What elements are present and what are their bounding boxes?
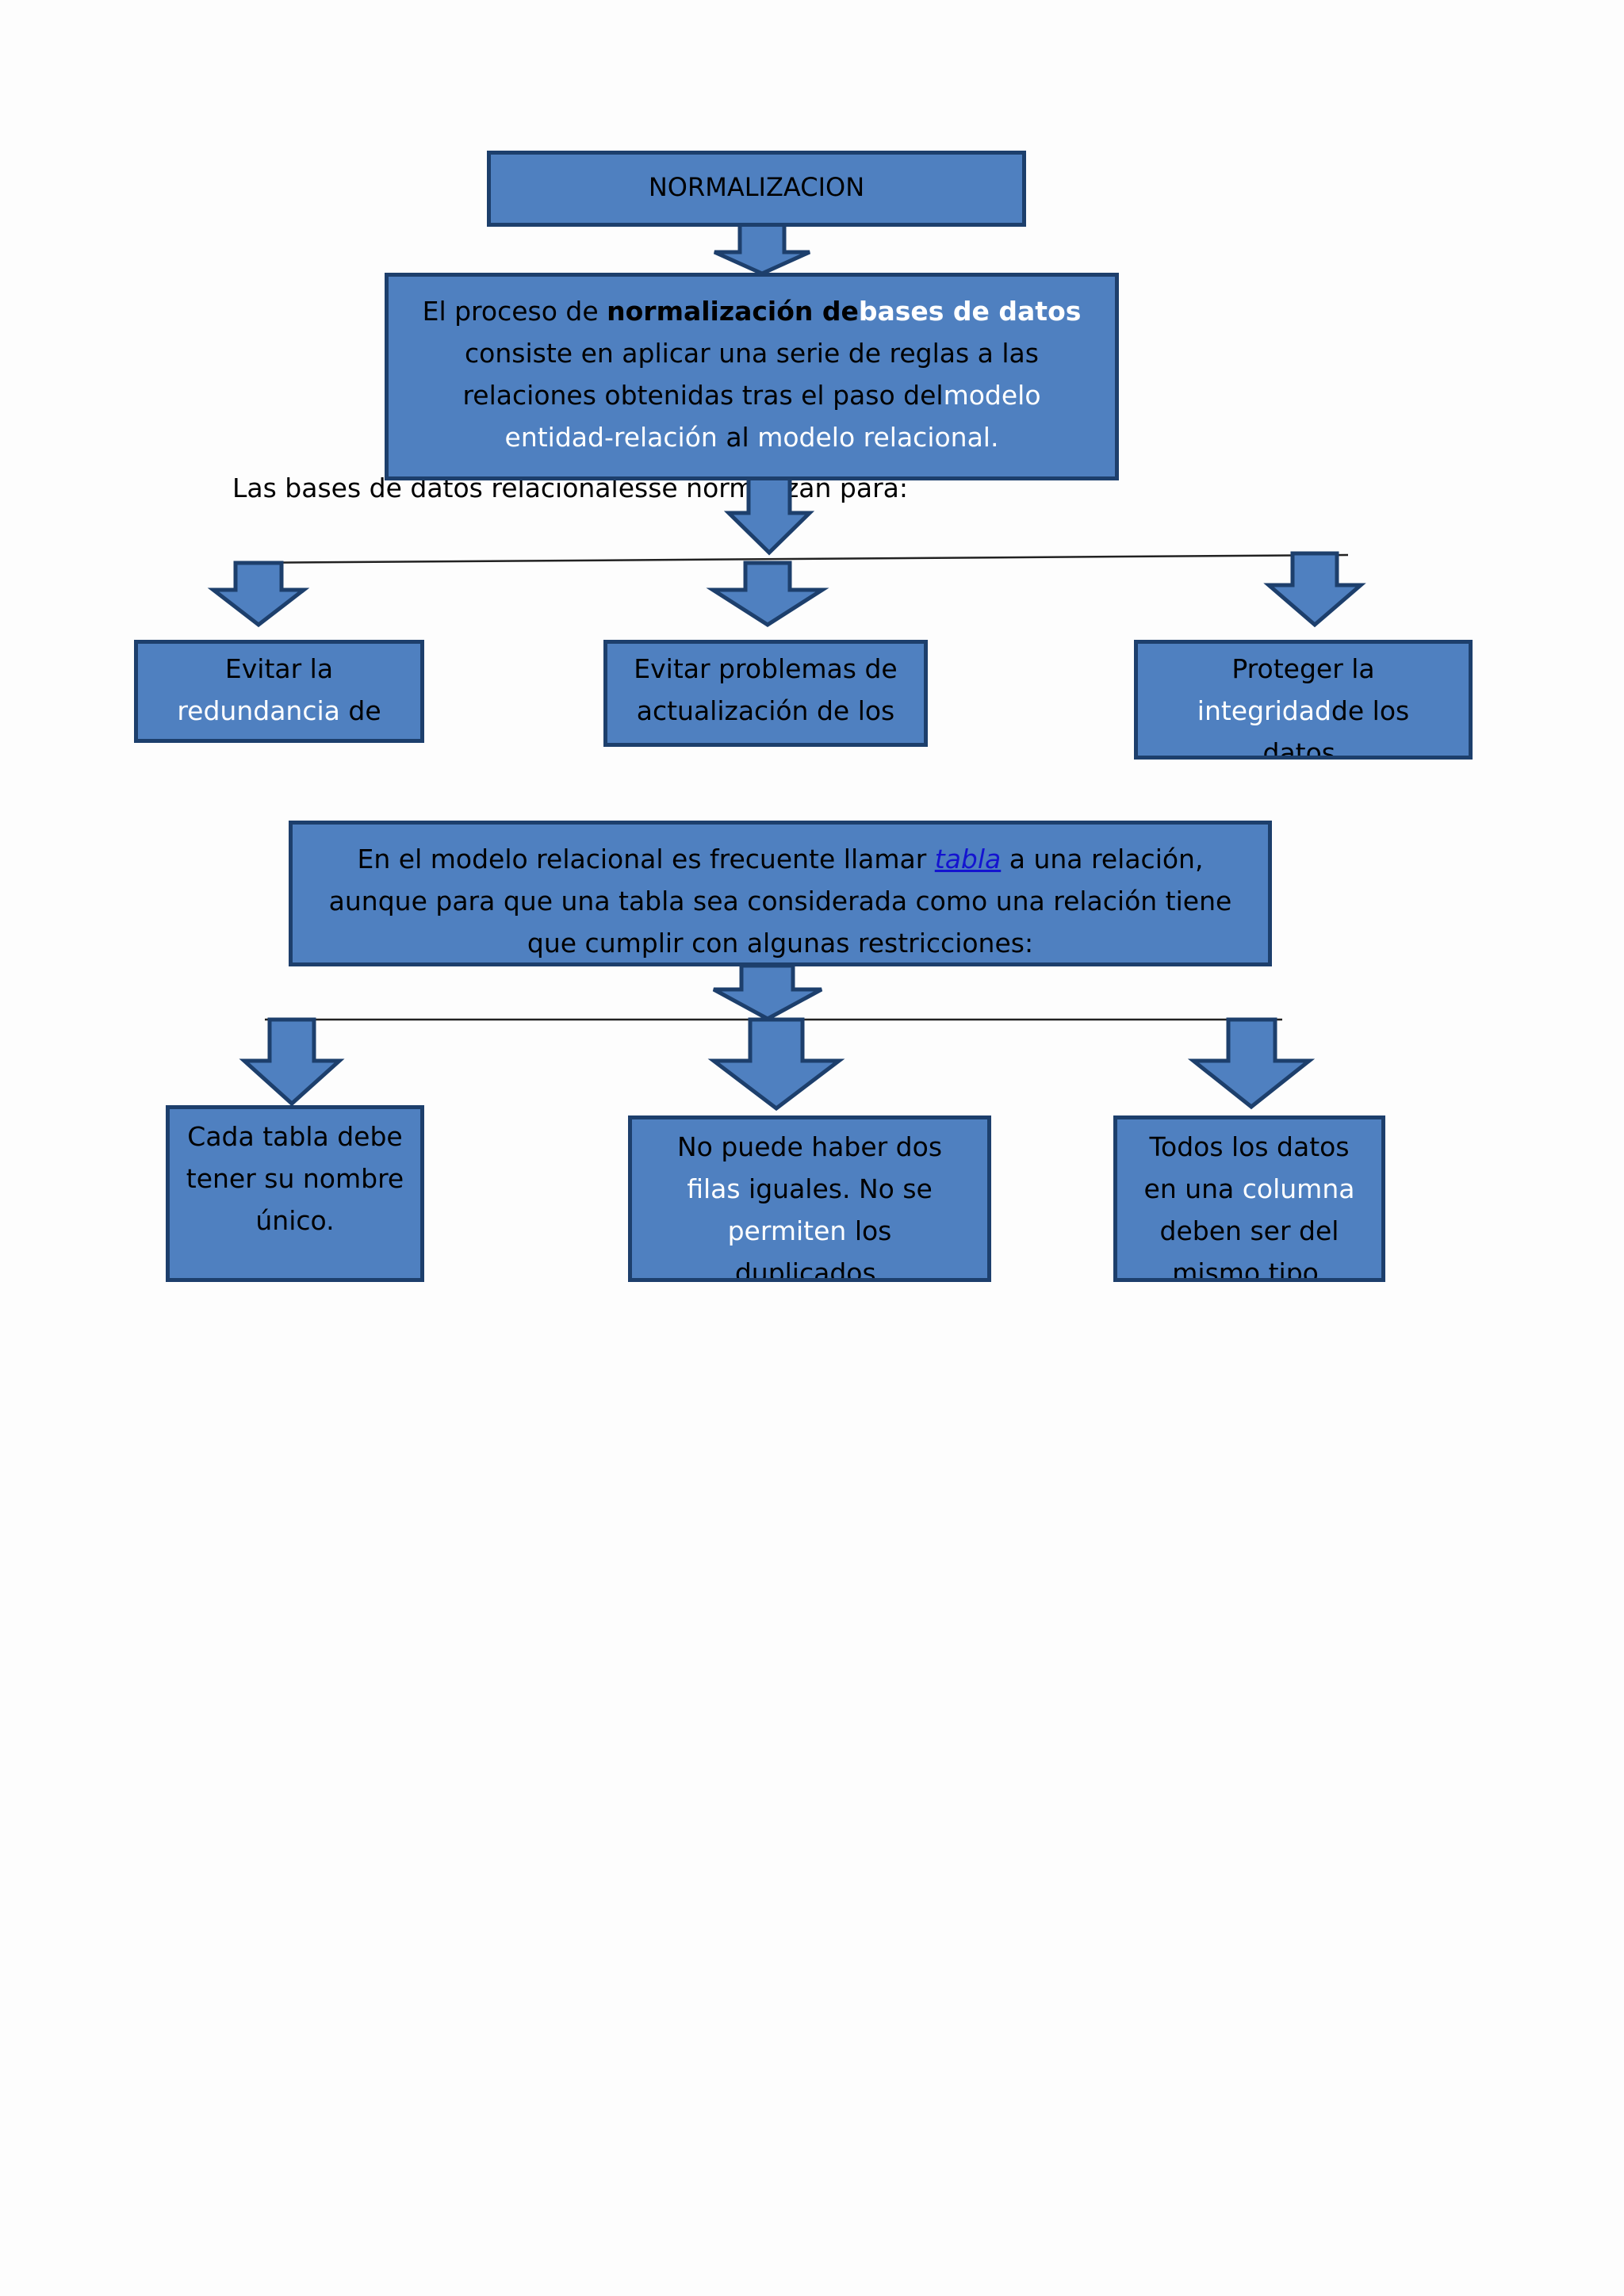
purpose-2-text-a: Evitar problemas de actualización de los bbox=[634, 653, 898, 726]
definition-text-6: al bbox=[717, 422, 758, 453]
title-text: NORMALIZACION bbox=[648, 172, 865, 202]
arrow-restriction-2-icon bbox=[707, 1017, 845, 1112]
restriction-box-3: Todos los datos en una columna deben ser… bbox=[1113, 1115, 1385, 1282]
restriction-2-text-e: los duplicados. bbox=[734, 1215, 892, 1282]
tabla-link[interactable]: tabla bbox=[934, 844, 1002, 874]
definition-text-1: El proceso de bbox=[422, 296, 607, 327]
purposes-connector-line bbox=[237, 553, 1349, 564]
purpose-1-text-c: de los bbox=[261, 695, 381, 739]
arrow-restriction-3-icon bbox=[1187, 1017, 1316, 1110]
restriction-1-text-a: Cada tabla debe tener su nombre único. bbox=[186, 1121, 404, 1236]
restriction-2-text-b: filas bbox=[687, 1173, 741, 1204]
arrow-purpose-1-icon bbox=[207, 561, 310, 628]
arrow-definition-to-purposes-icon bbox=[723, 476, 815, 556]
title-box: NORMALIZACION bbox=[487, 151, 1026, 227]
arrow-restriction-1-icon bbox=[239, 1017, 345, 1107]
definition-text-7: modelo relacional. bbox=[757, 422, 999, 453]
purpose-1-text-a: Evitar la bbox=[224, 653, 334, 684]
restriction-2-text-d: permiten bbox=[727, 1215, 847, 1246]
purpose-3-text-a: Proteger la bbox=[1231, 653, 1375, 684]
relation-box: En el modelo relacional es frecuente lla… bbox=[289, 821, 1272, 966]
arrow-title-to-definition-icon bbox=[713, 222, 811, 276]
purpose-3-text-c: de los datos. bbox=[1262, 695, 1410, 760]
definition-box: El proceso de normalización debases de d… bbox=[385, 273, 1119, 480]
relation-text-1: En el modelo relacional es frecuente lla… bbox=[357, 844, 935, 874]
restriction-box-2: No puede haber dos filas iguales. No se … bbox=[628, 1115, 991, 1282]
purpose-box-3: Proteger la integridadde los datos. bbox=[1134, 640, 1473, 760]
restriction-2-text-a: No puede haber dos bbox=[676, 1131, 943, 1162]
restriction-box-1: Cada tabla debe tener su nombre único. bbox=[166, 1105, 424, 1282]
relation-text-3: a una relación, aunque para que una tabl… bbox=[328, 844, 1232, 959]
purpose-box-1: Evitar la redundancia de los bbox=[134, 640, 424, 743]
arrow-purpose-2-icon bbox=[706, 561, 829, 627]
purpose-box-2: Evitar problemas de actualización de los bbox=[603, 640, 928, 747]
arrow-purpose-3-icon bbox=[1263, 551, 1366, 628]
restriction-3-text-a: Todos los datos en una bbox=[1143, 1131, 1350, 1204]
restriction-3-text-c: deben ser del mismo tipo. bbox=[1159, 1215, 1339, 1282]
restriction-3-text-b: columna bbox=[1242, 1173, 1355, 1204]
purpose-1-text-b: redundancia bbox=[177, 695, 340, 726]
definition-text-3: bases de datos bbox=[858, 296, 1082, 327]
purpose-3-text-b: integridad bbox=[1197, 695, 1331, 726]
definition-text-2: normalización de bbox=[607, 296, 859, 327]
arrow-relation-to-restrictions-icon bbox=[712, 963, 823, 1021]
definition-text-5: modelo entidad-relación bbox=[504, 380, 1041, 453]
definition-text-4: consiste en aplicar una serie de reglas … bbox=[462, 338, 1039, 411]
restriction-2-text-c: iguales. No se bbox=[740, 1173, 933, 1204]
